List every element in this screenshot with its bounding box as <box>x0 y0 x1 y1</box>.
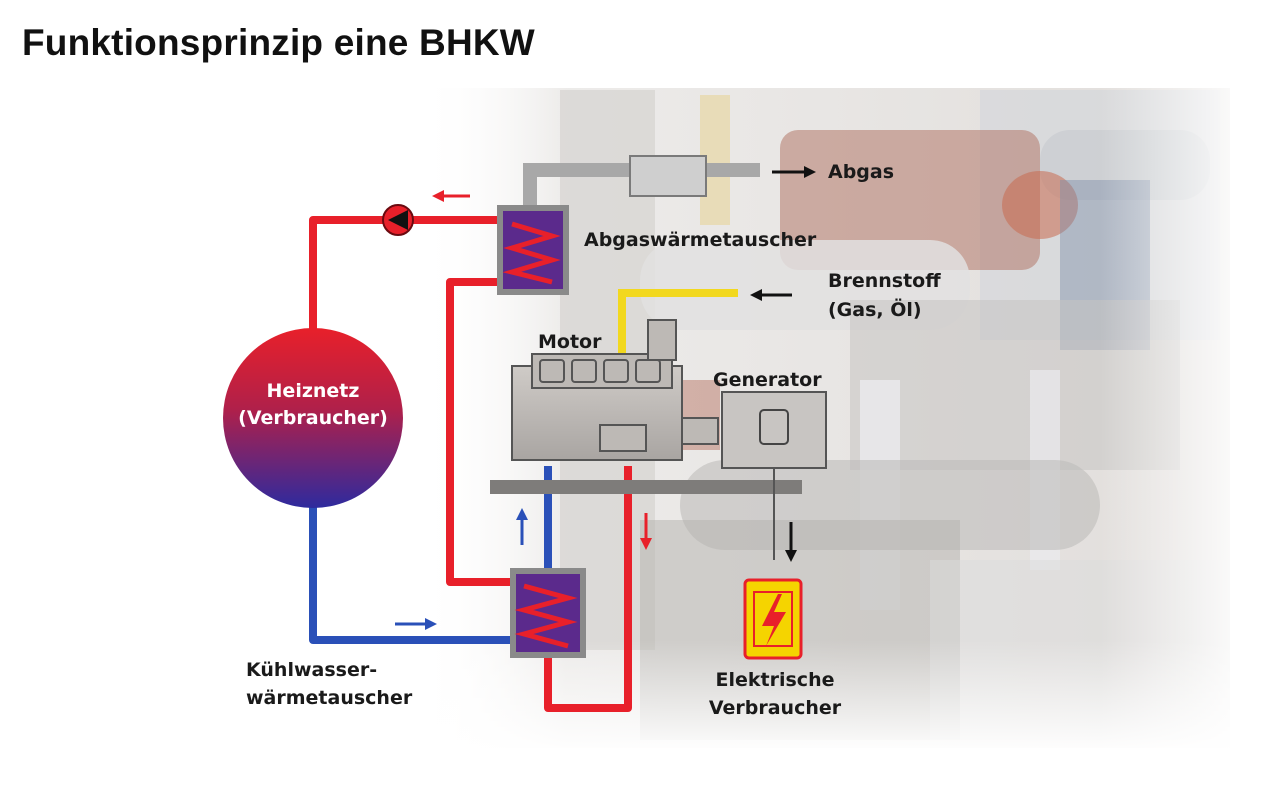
flow-arrow-icon <box>395 618 437 630</box>
heating-network-sphere <box>223 328 403 508</box>
label-motor: Motor <box>538 331 602 353</box>
coil-icon <box>514 583 578 649</box>
label-kuehlwasser: Kühlwasser- <box>246 659 377 681</box>
page-title: Funktionsprinzip eine BHKW <box>22 22 535 63</box>
cooling-heat-exchanger <box>510 568 586 658</box>
flow-arrow-icon <box>750 289 792 301</box>
motor-block <box>490 319 802 494</box>
fuel-pipe <box>618 289 738 358</box>
label-heiznetz: Heiznetz <box>267 380 360 402</box>
pump-icon <box>382 204 414 236</box>
flow-arrow-icon <box>516 508 528 545</box>
label-abgaswaermetauscher: Abgaswärmetauscher <box>584 229 817 251</box>
exhaust-heat-exchanger <box>497 205 569 295</box>
flow-arrow-icon <box>640 513 652 550</box>
label-elektrische: Elektrische <box>716 669 835 691</box>
flow-arrow-icon <box>772 166 816 178</box>
label-abgas: Abgas <box>828 161 894 183</box>
lightning-icon <box>762 594 786 646</box>
label-brennstoff: Brennstoff <box>828 270 941 292</box>
hot-water-pipes <box>309 216 632 712</box>
exhaust-muffler <box>629 155 707 197</box>
coil-icon <box>502 221 561 285</box>
label-verbraucher: Verbraucher <box>709 697 842 719</box>
label-heiznetz-detail: (Verbraucher) <box>238 407 388 429</box>
flow-arrow-icon <box>785 522 797 562</box>
label-waermetauscher: wärmetauscher <box>246 687 413 709</box>
flow-arrow-icon <box>432 190 470 202</box>
label-generator: Generator <box>713 369 822 391</box>
label-brennstoff-detail: (Gas, Öl) <box>828 297 922 321</box>
electric-consumer-box <box>743 578 803 660</box>
generator <box>721 391 827 560</box>
